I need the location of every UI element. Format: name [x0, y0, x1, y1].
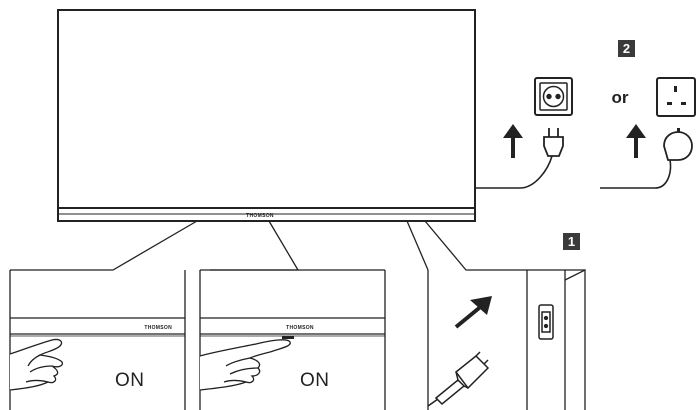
hand-pressing-icon — [9, 338, 64, 391]
step-1-badge: 1 — [563, 233, 580, 250]
eu-socket-icon — [534, 77, 573, 116]
uk-socket-icon — [656, 77, 696, 117]
panel-1-brand-logo: THOMSON — [144, 325, 172, 331]
uk-plug-icon — [663, 128, 693, 161]
eu-plug-icon — [543, 128, 564, 157]
tv-brand-logo: THOMSON — [246, 213, 274, 219]
panel-1-state-label: ON — [115, 370, 145, 391]
step-2-badge: 2 — [618, 40, 635, 57]
arrow-insert-icon — [454, 296, 492, 329]
tv-power-cable — [475, 155, 553, 189]
panel-2-state-label: ON — [300, 370, 330, 391]
power-button — [282, 336, 294, 339]
tv-screen — [57, 9, 476, 209]
svg-text:2: 2 — [623, 41, 630, 56]
uk-plug-cable — [600, 159, 672, 189]
panel-power-on-1: THOMSON ON — [9, 270, 186, 410]
hand-pressing-icon — [199, 339, 291, 391]
socket-choice-or: or — [612, 88, 629, 107]
leader-lines — [10, 220, 500, 271]
svg-text:1: 1 — [568, 234, 575, 249]
panel-2-brand-logo: THOMSON — [286, 325, 314, 331]
panel-power-connect — [427, 268, 586, 410]
tv-icon — [57, 9, 476, 222]
power-inlet-icon — [538, 304, 554, 340]
arrow-up-icon — [626, 124, 646, 158]
power-cable-icon — [427, 351, 490, 407]
arrow-up-icon — [503, 124, 523, 158]
panel-power-on-2: THOMSON ON — [199, 269, 386, 410]
